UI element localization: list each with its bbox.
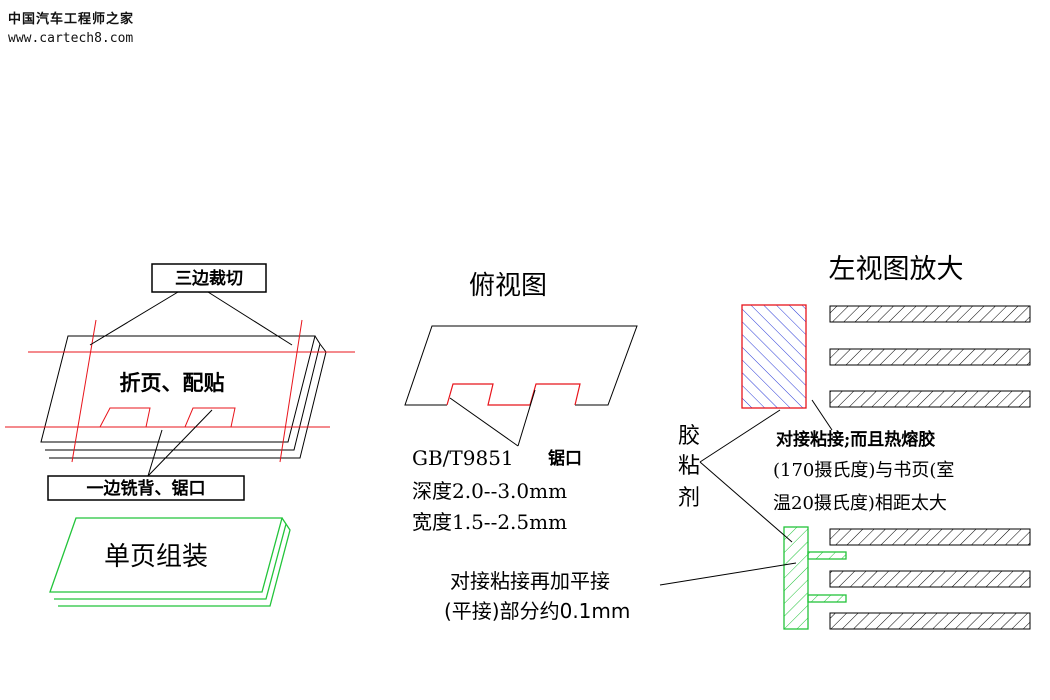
flat-join-note-line-1: 对接粘接再加平接 xyxy=(450,569,610,593)
book-block xyxy=(40,335,327,459)
glue-label-char-3: 剂 xyxy=(678,486,700,511)
single-page-stack xyxy=(49,517,291,607)
book-sheet-top xyxy=(40,335,316,443)
page-bar xyxy=(829,305,1031,323)
saw-notches xyxy=(99,407,236,428)
top-view-outline xyxy=(404,325,638,406)
top-view-title: 俯视图 xyxy=(469,271,547,301)
hot-melt-block xyxy=(741,304,807,409)
leader-lines-right xyxy=(659,399,833,586)
trim-line-left xyxy=(71,319,97,463)
milled-back-label: 一边铣背、锯口 xyxy=(87,478,206,499)
glue-label-char-1: 胶 xyxy=(678,424,700,449)
butt-joint-note-line-3: 温20摄氏度)相距太大 xyxy=(773,493,947,514)
enlarged-view-title: 左视图放大 xyxy=(829,254,964,285)
saw-cut-label: 锯口 xyxy=(548,448,582,469)
butt-joint-note-line-1: 对接粘接;而且热熔胶 xyxy=(776,429,935,450)
watermark-url: www.cartech8.com xyxy=(8,31,134,46)
flat-join-note-line-2: (平接)部分约0.1mm xyxy=(444,599,630,623)
width-spec: 宽度1.5--2.5mm xyxy=(412,510,567,534)
page-bar xyxy=(829,612,1031,630)
trim-line-right xyxy=(279,319,303,463)
page-bar xyxy=(829,390,1031,408)
fold-label: 折页、配贴 xyxy=(120,370,225,395)
leader-lines-left xyxy=(89,291,293,477)
page-bar xyxy=(829,570,1031,588)
flat-join-lower xyxy=(807,594,847,603)
butt-joint-note-line-2: (170摄氏度)与书页(室 xyxy=(773,460,954,481)
glue-block xyxy=(783,526,847,630)
book-sheet-2 xyxy=(45,335,321,451)
leader-lines-middle xyxy=(449,389,536,447)
book-sheet-3 xyxy=(49,343,327,459)
glue-label-char-2: 粘 xyxy=(678,454,700,479)
single-page-label: 单页组装 xyxy=(104,542,208,572)
depth-spec: 深度2.0--3.0mm xyxy=(412,479,567,503)
watermark-title: 中国汽车工程师之家 xyxy=(8,12,135,27)
top-view-notches xyxy=(446,383,581,406)
page-bar xyxy=(829,528,1031,546)
milled-back-box xyxy=(47,475,245,501)
three-side-cut-box xyxy=(151,263,267,293)
flat-join-upper xyxy=(807,551,847,560)
standard-code: GB/T9851 xyxy=(412,446,514,470)
page-bars xyxy=(829,305,1031,630)
page-bar xyxy=(829,348,1031,366)
three-side-cut-label: 三边裁切 xyxy=(175,268,243,289)
